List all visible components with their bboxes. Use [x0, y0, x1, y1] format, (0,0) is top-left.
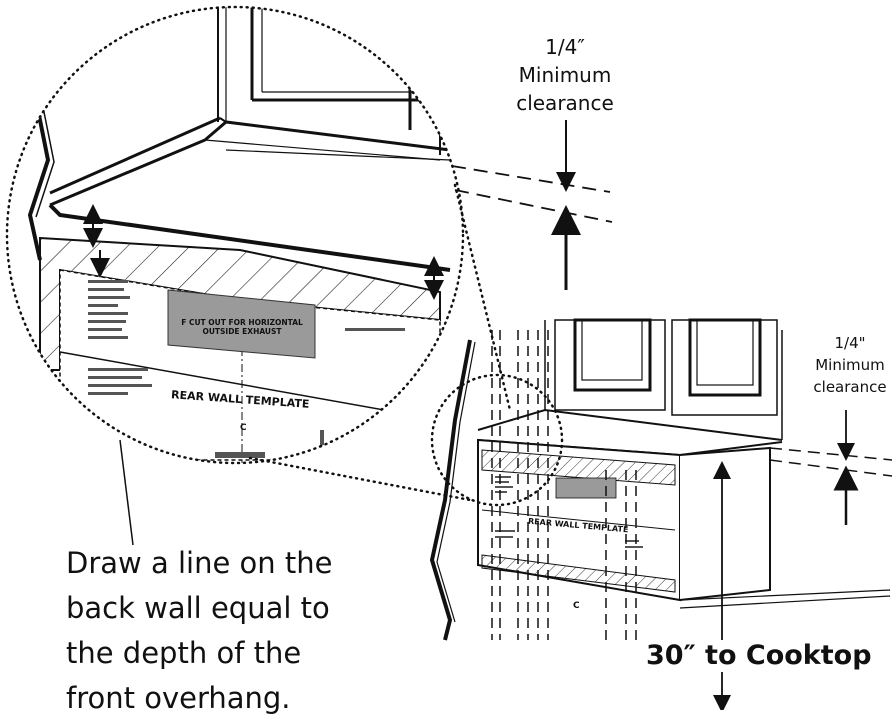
cooktop-distance-label: 30″ to Cooktop [646, 640, 872, 671]
instruction-line-3: the depth of the [66, 636, 302, 670]
zoom-tangent-bottom [248, 456, 472, 502]
small-clearance-line2: clearance [813, 378, 887, 396]
small-clearance-value: 1/4" [834, 334, 866, 352]
zoom-tangent-top [453, 183, 512, 412]
small-clearance-line1: Minimum [815, 356, 885, 374]
large-clearance-line2: clearance [516, 91, 614, 115]
small-center-mark: C [573, 601, 580, 611]
small-clearance-label: 1/4" Minimum clearance [804, 332, 896, 398]
zoom-circle [5, 5, 465, 465]
cabinet-bottom [49, 120, 451, 207]
instruction-line-4: front overhang. [66, 681, 291, 715]
large-clearance-label: 1/4″ Minimum clearance [500, 33, 630, 117]
rear-wall-template [59, 269, 441, 461]
instruction-text: Draw a line on the back wall equal to th… [66, 541, 332, 721]
instruction-line-2: back wall equal to [66, 591, 330, 625]
leader-line [119, 439, 134, 546]
center-mark: C [240, 423, 247, 433]
small-zoom-circle [430, 373, 564, 507]
full-view [429, 318, 893, 710]
exhaust-cutout [167, 289, 316, 359]
zoom-detail: F CUT OUT FOR HORIZONTAL OUTSIDE EXHAUST… [27, 7, 451, 463]
wall-break-line [27, 109, 51, 261]
cabinet-door [217, 7, 441, 155]
instruction-line-1: Draw a line on the [66, 546, 333, 580]
large-clearance-line1: Minimum [518, 63, 612, 87]
cutout-text-1: F CUT OUT FOR HORIZONTAL [181, 318, 303, 327]
full-wall-break [429, 339, 472, 641]
cutout-text-2: OUTSIDE EXHAUST [202, 327, 282, 336]
large-clearance-indicator [451, 120, 613, 290]
large-clearance-value: 1/4″ [545, 35, 585, 59]
